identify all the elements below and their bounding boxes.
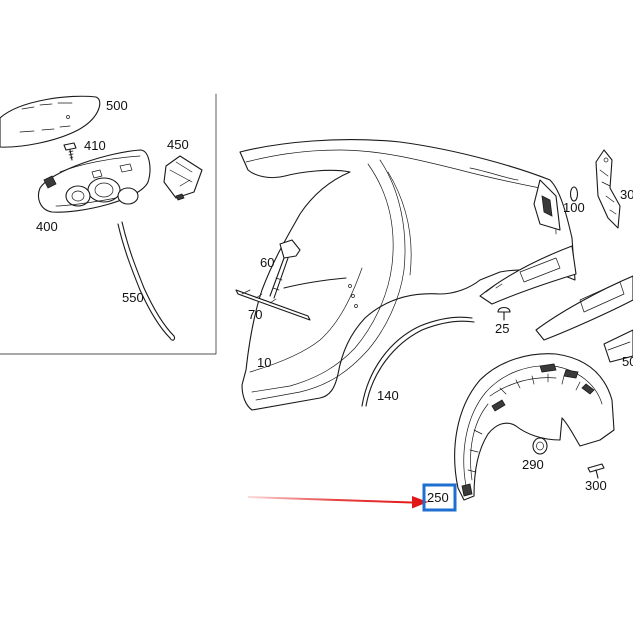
label-70: 70 [248, 307, 262, 322]
label-60: 60 [260, 255, 274, 270]
label-400: 400 [36, 219, 58, 234]
label-300: 300 [585, 478, 607, 493]
label-410: 410 [84, 138, 106, 153]
label-500: 500 [106, 98, 128, 113]
inset-panel [0, 93, 217, 355]
part-450-actuator[interactable] [163, 155, 203, 201]
part-10-side-panel[interactable] [239, 139, 576, 411]
part-60-bracket[interactable] [269, 239, 301, 299]
label-30: 30 [620, 187, 633, 202]
label-550: 550 [122, 290, 144, 305]
part-410-screw[interactable] [63, 142, 77, 161]
label-50: 50 [622, 354, 633, 369]
part-300-rivet[interactable] [587, 463, 605, 479]
part-50-rear-bracket[interactable] [535, 275, 633, 363]
part-290-nut[interactable] [532, 437, 548, 455]
label-25: 25 [495, 321, 509, 336]
label-100: 100 [563, 200, 585, 215]
part-250-wheel-arch-liner[interactable] [454, 353, 615, 501]
part-400-fuel-filler-housing[interactable] [37, 149, 151, 213]
rear-panel-reinforcement [479, 179, 577, 305]
highlight-arrow [248, 496, 428, 509]
label-290: 290 [522, 457, 544, 472]
part-500-fuel-door-cover[interactable] [0, 95, 101, 148]
label-250[interactable]: 250 [427, 490, 449, 505]
part-140-arch-trim[interactable] [361, 316, 475, 407]
part-30-bracket[interactable] [595, 149, 621, 229]
part-550-drain-hose[interactable] [117, 221, 176, 341]
label-10: 10 [257, 355, 271, 370]
part-70-seal[interactable] [235, 277, 347, 321]
part-25-clip[interactable] [497, 306, 511, 321]
label-140: 140 [377, 388, 399, 403]
part-100-grommet[interactable] [569, 186, 579, 202]
label-450: 450 [167, 137, 189, 152]
highlight-box-250 [422, 483, 457, 512]
